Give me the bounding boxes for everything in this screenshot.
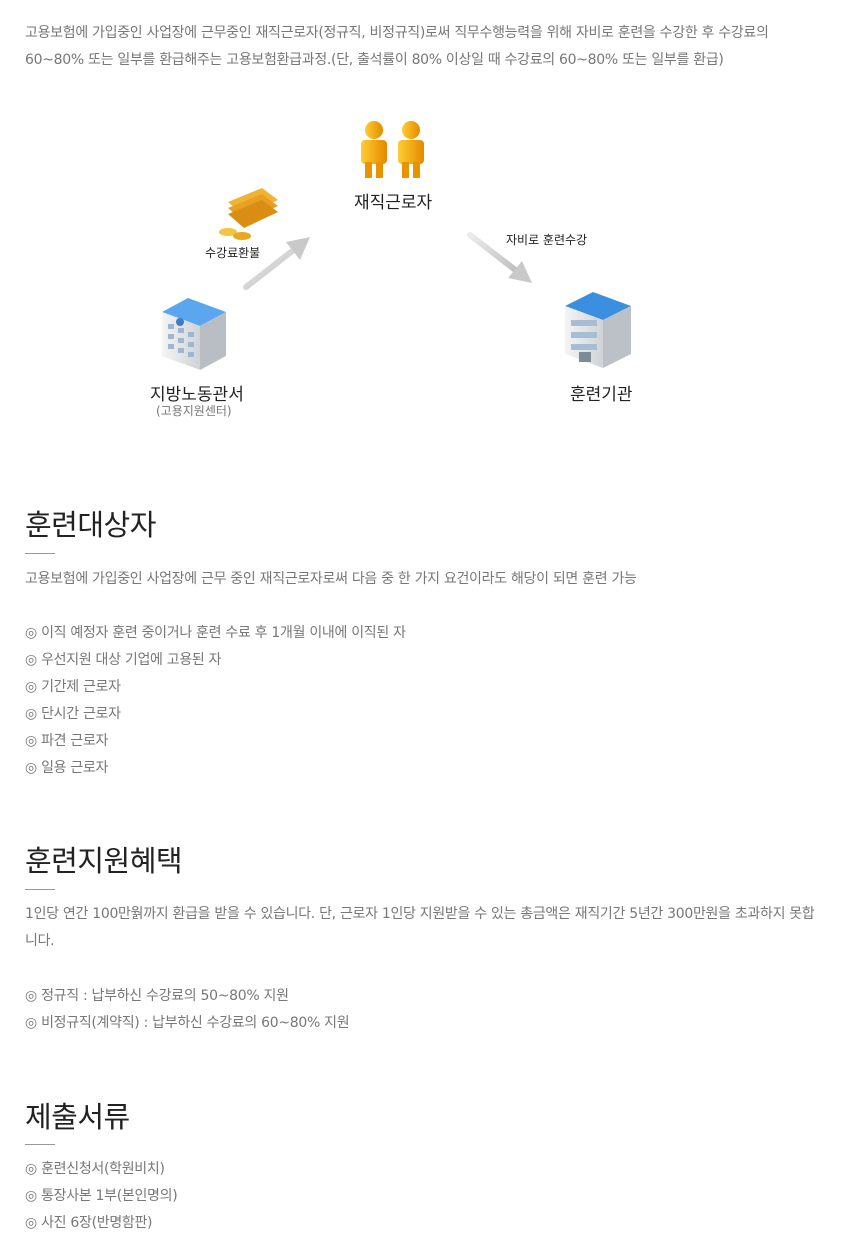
- target-description: 고용보험에 가입중인 사업장에 근무 중인 재직근로자로써 다음 중 한 가지 …: [25, 571, 637, 587]
- intro-text: 고용보험에 가입중인 사업장에 근무중인 재직근로자(정규직, 비정규직)로써 …: [25, 25, 769, 68]
- training-institution-building-icon: [565, 292, 631, 368]
- docs-section-rule: [25, 1144, 55, 1145]
- arrow-down-right-icon: [467, 232, 532, 283]
- worker-label: 재직근로자: [354, 193, 433, 213]
- list-item: 정규직 : 납부하신 수강료의 50~80% 지원: [25, 983, 349, 1010]
- benefit-section-title: 훈련지원혜택: [25, 844, 183, 878]
- target-section-title: 훈련대상자: [25, 508, 156, 542]
- refund-process-diagram: 재직근로자 수강료환불 자비로 훈련수강 지방노동관서 (고용지원센터) 훈련기…: [0, 100, 860, 440]
- list-item: 파견 근로자: [25, 728, 406, 755]
- list-item: 통장사본 1부(본인명의): [25, 1183, 178, 1210]
- benefit-list: 정규직 : 납부하신 수강료의 50~80% 지원 비정규직(계약직) : 납부…: [25, 983, 350, 1037]
- money-icon: [219, 188, 278, 240]
- refund-label: 수강료환불: [205, 246, 261, 260]
- labor-office-building-icon: [162, 298, 226, 370]
- docs-section-title: 제출서류: [25, 1100, 130, 1134]
- benefit-section-rule: [25, 889, 55, 890]
- docs-list: 훈련신청서(학원비치) 통장사본 1부(본인명의) 사진 6장(반명함판): [25, 1156, 178, 1237]
- target-section-rule: [25, 553, 55, 554]
- benefit-description: 1인당 연간 100만웕까지 환급을 받을 수 있습니다. 단, 근로자 1인당…: [25, 906, 815, 949]
- workers-icon: [361, 121, 424, 178]
- list-item: 단시간 근로자: [25, 701, 406, 728]
- list-item: 이직 예정자 훈련 중이거나 훈련 수료 후 1개월 이내에 이직된 자: [25, 620, 406, 647]
- diagram-graphics: [162, 121, 631, 370]
- labor-office-sub-label: (고용지원센터): [156, 404, 232, 418]
- labor-office-label: 지방노동관서: [150, 385, 244, 405]
- list-item: 비정규직(계약직) : 납부하신 수강료의 60~80% 지원: [25, 1010, 350, 1037]
- arrow-up-right-icon: [243, 237, 310, 290]
- target-list: 이직 예정자 훈련 중이거나 훈련 수료 후 1개월 이내에 이직된 자 우선지…: [25, 620, 406, 782]
- list-item: 훈련신청서(학원비치): [25, 1156, 177, 1183]
- list-item: 사진 6장(반명함판): [25, 1210, 177, 1237]
- list-item: 우선지원 대상 기업에 고용된 자: [25, 647, 406, 674]
- institution-label: 훈련기관: [570, 385, 633, 405]
- self-pay-label: 자비로 훈련수강: [506, 233, 588, 247]
- list-item: 일용 근로자: [25, 755, 406, 782]
- list-item: 기간제 근로자: [25, 674, 406, 701]
